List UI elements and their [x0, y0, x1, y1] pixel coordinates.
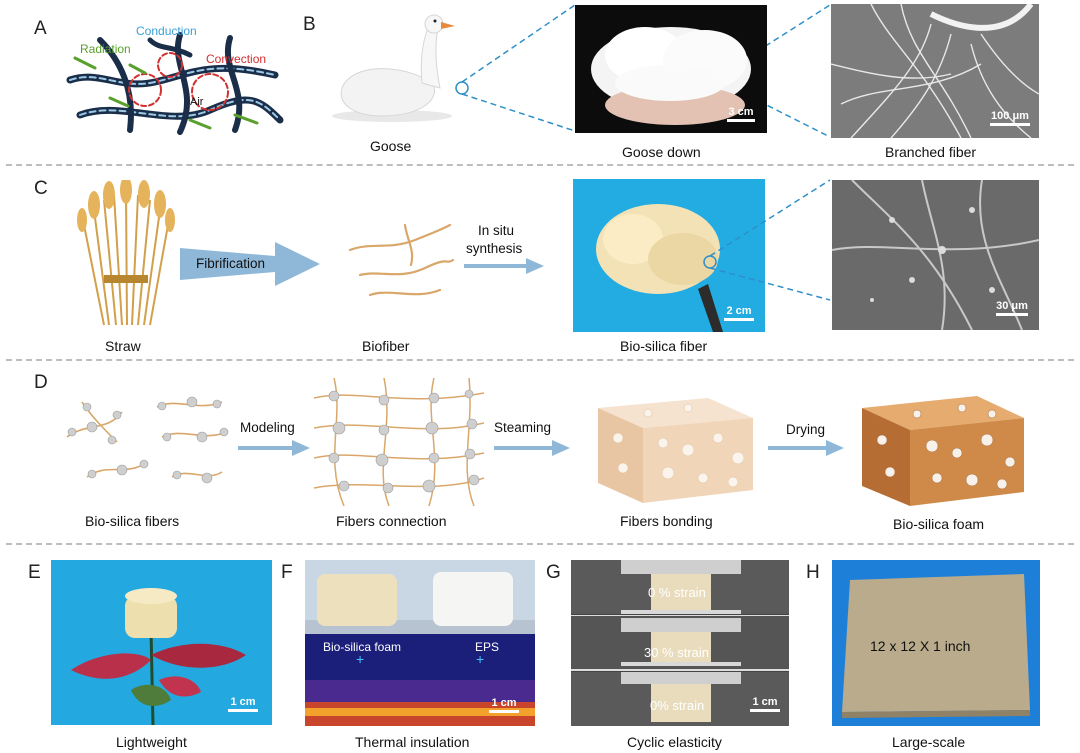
scalebar-branched-fiber: 100 μm	[990, 110, 1030, 126]
biofiber-illustration	[348, 223, 455, 297]
scalebar-goose-down: 3 cm	[727, 106, 755, 122]
separator-2	[6, 359, 1074, 361]
scalebar-bio-silica-fiber: 2 cm	[724, 305, 754, 321]
label-strain-3: 0% strain	[650, 698, 705, 713]
label-strain-1: 0 % strain	[648, 585, 706, 600]
label-size: 12 x 12 X 1 inch	[870, 638, 971, 654]
caption-bio-silica-foam: Bio-silica foam	[893, 516, 985, 532]
scalebar-thermal: 1 cm	[489, 697, 519, 713]
label-insitu-1: In situ	[478, 223, 515, 238]
scalebar-cyclic: 1 cm	[750, 696, 780, 712]
label-eps: EPS	[475, 640, 500, 654]
goose-down-photo	[575, 5, 767, 133]
caption-branched-fiber: Branched fiber	[885, 144, 977, 160]
label-drying: Drying	[786, 422, 826, 437]
arrow-steaming	[494, 440, 570, 456]
panel-label-f: F	[281, 562, 293, 583]
bio-silica-fiber-photo	[573, 179, 765, 332]
arrow-drying	[768, 440, 844, 456]
caption-fibers-bonding: Fibers bonding	[620, 513, 713, 529]
cyclic-elasticity-photo	[571, 560, 789, 726]
caption-thermal-insulation: Thermal insulation	[355, 734, 470, 750]
label-radiation: Radiation	[80, 42, 131, 56]
label-convection: Convection	[206, 52, 267, 66]
scalebar-lightweight-label: 1 cm	[230, 696, 256, 708]
straw-bundle-illustration	[77, 180, 175, 326]
heat-transfer-schematic	[66, 32, 284, 135]
label-insitu-2: synthesis	[466, 241, 523, 256]
label-modeling: Modeling	[240, 420, 295, 435]
label-conduction: Conduction	[136, 24, 197, 38]
panel-label-c: C	[34, 178, 48, 199]
scalebar-lightweight: 1 cm	[228, 696, 258, 712]
caption-fibers-connection: Fibers connection	[336, 513, 447, 529]
caption-bio-silica-fiber: Bio-silica fiber	[620, 338, 708, 354]
goose-illustration	[332, 14, 455, 122]
panel-label-b: B	[303, 14, 316, 35]
scalebar-bio-silica-fiber-label: 2 cm	[726, 305, 752, 317]
label-air: Air	[190, 96, 204, 108]
lightweight-photo	[51, 560, 272, 725]
caption-bio-silica-fibers: Bio-silica fibers	[85, 513, 180, 529]
fibers-connection-illustration	[314, 378, 484, 506]
caption-biofiber: Biofiber	[362, 338, 410, 354]
panel-label-e: E	[28, 562, 41, 583]
caption-lightweight: Lightweight	[116, 734, 187, 750]
label-bio-silica-foam-thermal: Bio-silica foam	[323, 640, 402, 654]
scalebar-branched-fiber-label: 100 μm	[991, 110, 1029, 122]
label-strain-2: 30 % strain	[644, 645, 710, 660]
scalebar-sem-c-label: 30 μm	[996, 300, 1028, 312]
bio-silica-foam-cube	[862, 396, 1024, 506]
caption-straw: Straw	[105, 338, 141, 354]
arrow-insitu	[464, 258, 544, 274]
bio-silica-fibers-illustration	[66, 396, 229, 484]
scalebar-thermal-label: 1 cm	[491, 697, 517, 709]
panel-label-d: D	[34, 372, 48, 393]
caption-cyclic-elasticity: Cyclic elasticity	[627, 734, 722, 750]
branched-fiber-sem	[831, 4, 1039, 138]
scalebar-cyclic-label: 1 cm	[752, 696, 778, 708]
large-scale-photo	[832, 560, 1040, 726]
panel-label-a: A	[34, 18, 47, 39]
caption-large-scale: Large-scale	[892, 734, 966, 750]
panel-label-h: H	[806, 562, 820, 583]
caption-goose: Goose	[370, 138, 412, 154]
arrow-fibrification	[180, 242, 320, 286]
panel-label-g: G	[546, 562, 561, 583]
label-steaming: Steaming	[494, 420, 552, 435]
arrow-modeling	[238, 440, 310, 456]
caption-goose-down: Goose down	[622, 144, 701, 160]
bio-silica-fiber-sem	[832, 180, 1039, 330]
zoom-lines-c	[703, 179, 831, 301]
fibers-bonding-cube	[598, 398, 753, 503]
crosshair-foam-icon: +	[356, 651, 365, 667]
label-fibrification: Fibrification	[196, 256, 266, 271]
separator-1	[6, 164, 1074, 166]
crosshair-eps-icon: +	[476, 651, 485, 667]
scalebar-goose-down-label: 3 cm	[728, 106, 754, 118]
separator-3	[6, 543, 1074, 545]
scalebar-sem-c: 30 μm	[996, 300, 1028, 316]
thermal-insulation-photo	[305, 560, 535, 726]
